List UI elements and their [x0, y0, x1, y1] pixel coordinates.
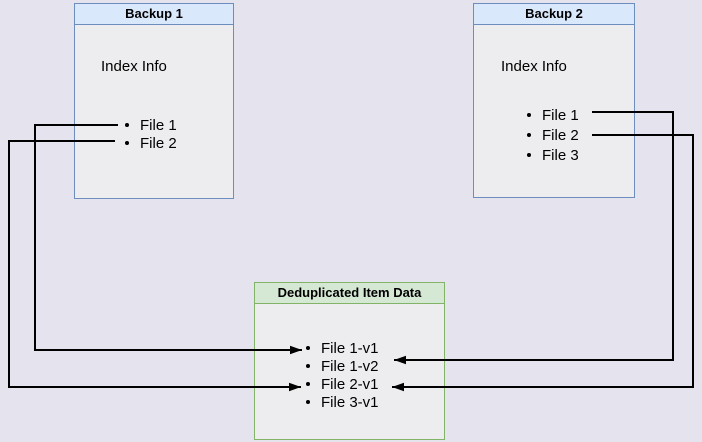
item-label: File 1 [140, 116, 177, 134]
bullet-icon [306, 382, 310, 386]
dedup-item-list: File 1-v1 File 1-v2 File 2-v1 File 3-v1 [306, 339, 379, 411]
bullet-icon [306, 346, 310, 350]
backup1-body: Index Info File 1 File 2 [75, 25, 233, 198]
backup1-item-file1: File 1 [125, 116, 177, 134]
bullet-icon [306, 364, 310, 368]
bullet-icon [306, 400, 310, 404]
dedup-body: File 1-v1 File 1-v2 File 2-v1 File 3-v1 [255, 304, 444, 439]
bullet-icon [125, 123, 129, 127]
bullet-icon [527, 133, 531, 137]
bullet-icon [527, 153, 531, 157]
backup1-subtitle: Index Info [101, 58, 167, 75]
dedup-item-file1v1: File 1-v1 [306, 339, 379, 357]
bullet-icon [125, 141, 129, 145]
item-label: File 2 [140, 134, 177, 152]
dedup-item-file3v1: File 3-v1 [306, 393, 379, 411]
item-label: File 3 [542, 146, 579, 164]
backup1-title: Backup 1 [75, 4, 233, 25]
item-label: File 1-v2 [321, 357, 379, 375]
dedup-item-file1v2: File 1-v2 [306, 357, 379, 375]
backup2-title: Backup 2 [474, 4, 634, 25]
backup1-file-list: File 1 File 2 [125, 116, 177, 152]
backup1-box: Backup 1 Index Info File 1 File 2 [74, 3, 234, 199]
dedup-box: Deduplicated Item Data File 1-v1 File 1-… [254, 282, 445, 440]
dedup-title: Deduplicated Item Data [255, 283, 444, 304]
dedup-item-file2v1: File 2-v1 [306, 375, 379, 393]
backup2-item-file2: File 2 [527, 125, 579, 145]
backup2-item-file3: File 3 [527, 145, 579, 165]
item-label: File 2 [542, 126, 579, 144]
item-label: File 1 [542, 106, 579, 124]
backup2-file-list: File 1 File 2 File 3 [527, 105, 579, 165]
backup1-item-file2: File 2 [125, 134, 177, 152]
item-label: File 1-v1 [321, 339, 379, 357]
item-label: File 2-v1 [321, 375, 379, 393]
backup2-item-file1: File 1 [527, 105, 579, 125]
backup2-subtitle: Index Info [501, 58, 567, 75]
item-label: File 3-v1 [321, 393, 379, 411]
backup2-body: Index Info File 1 File 2 File 3 [474, 25, 634, 197]
bullet-icon [527, 113, 531, 117]
backup2-box: Backup 2 Index Info File 1 File 2 File 3 [473, 3, 635, 198]
